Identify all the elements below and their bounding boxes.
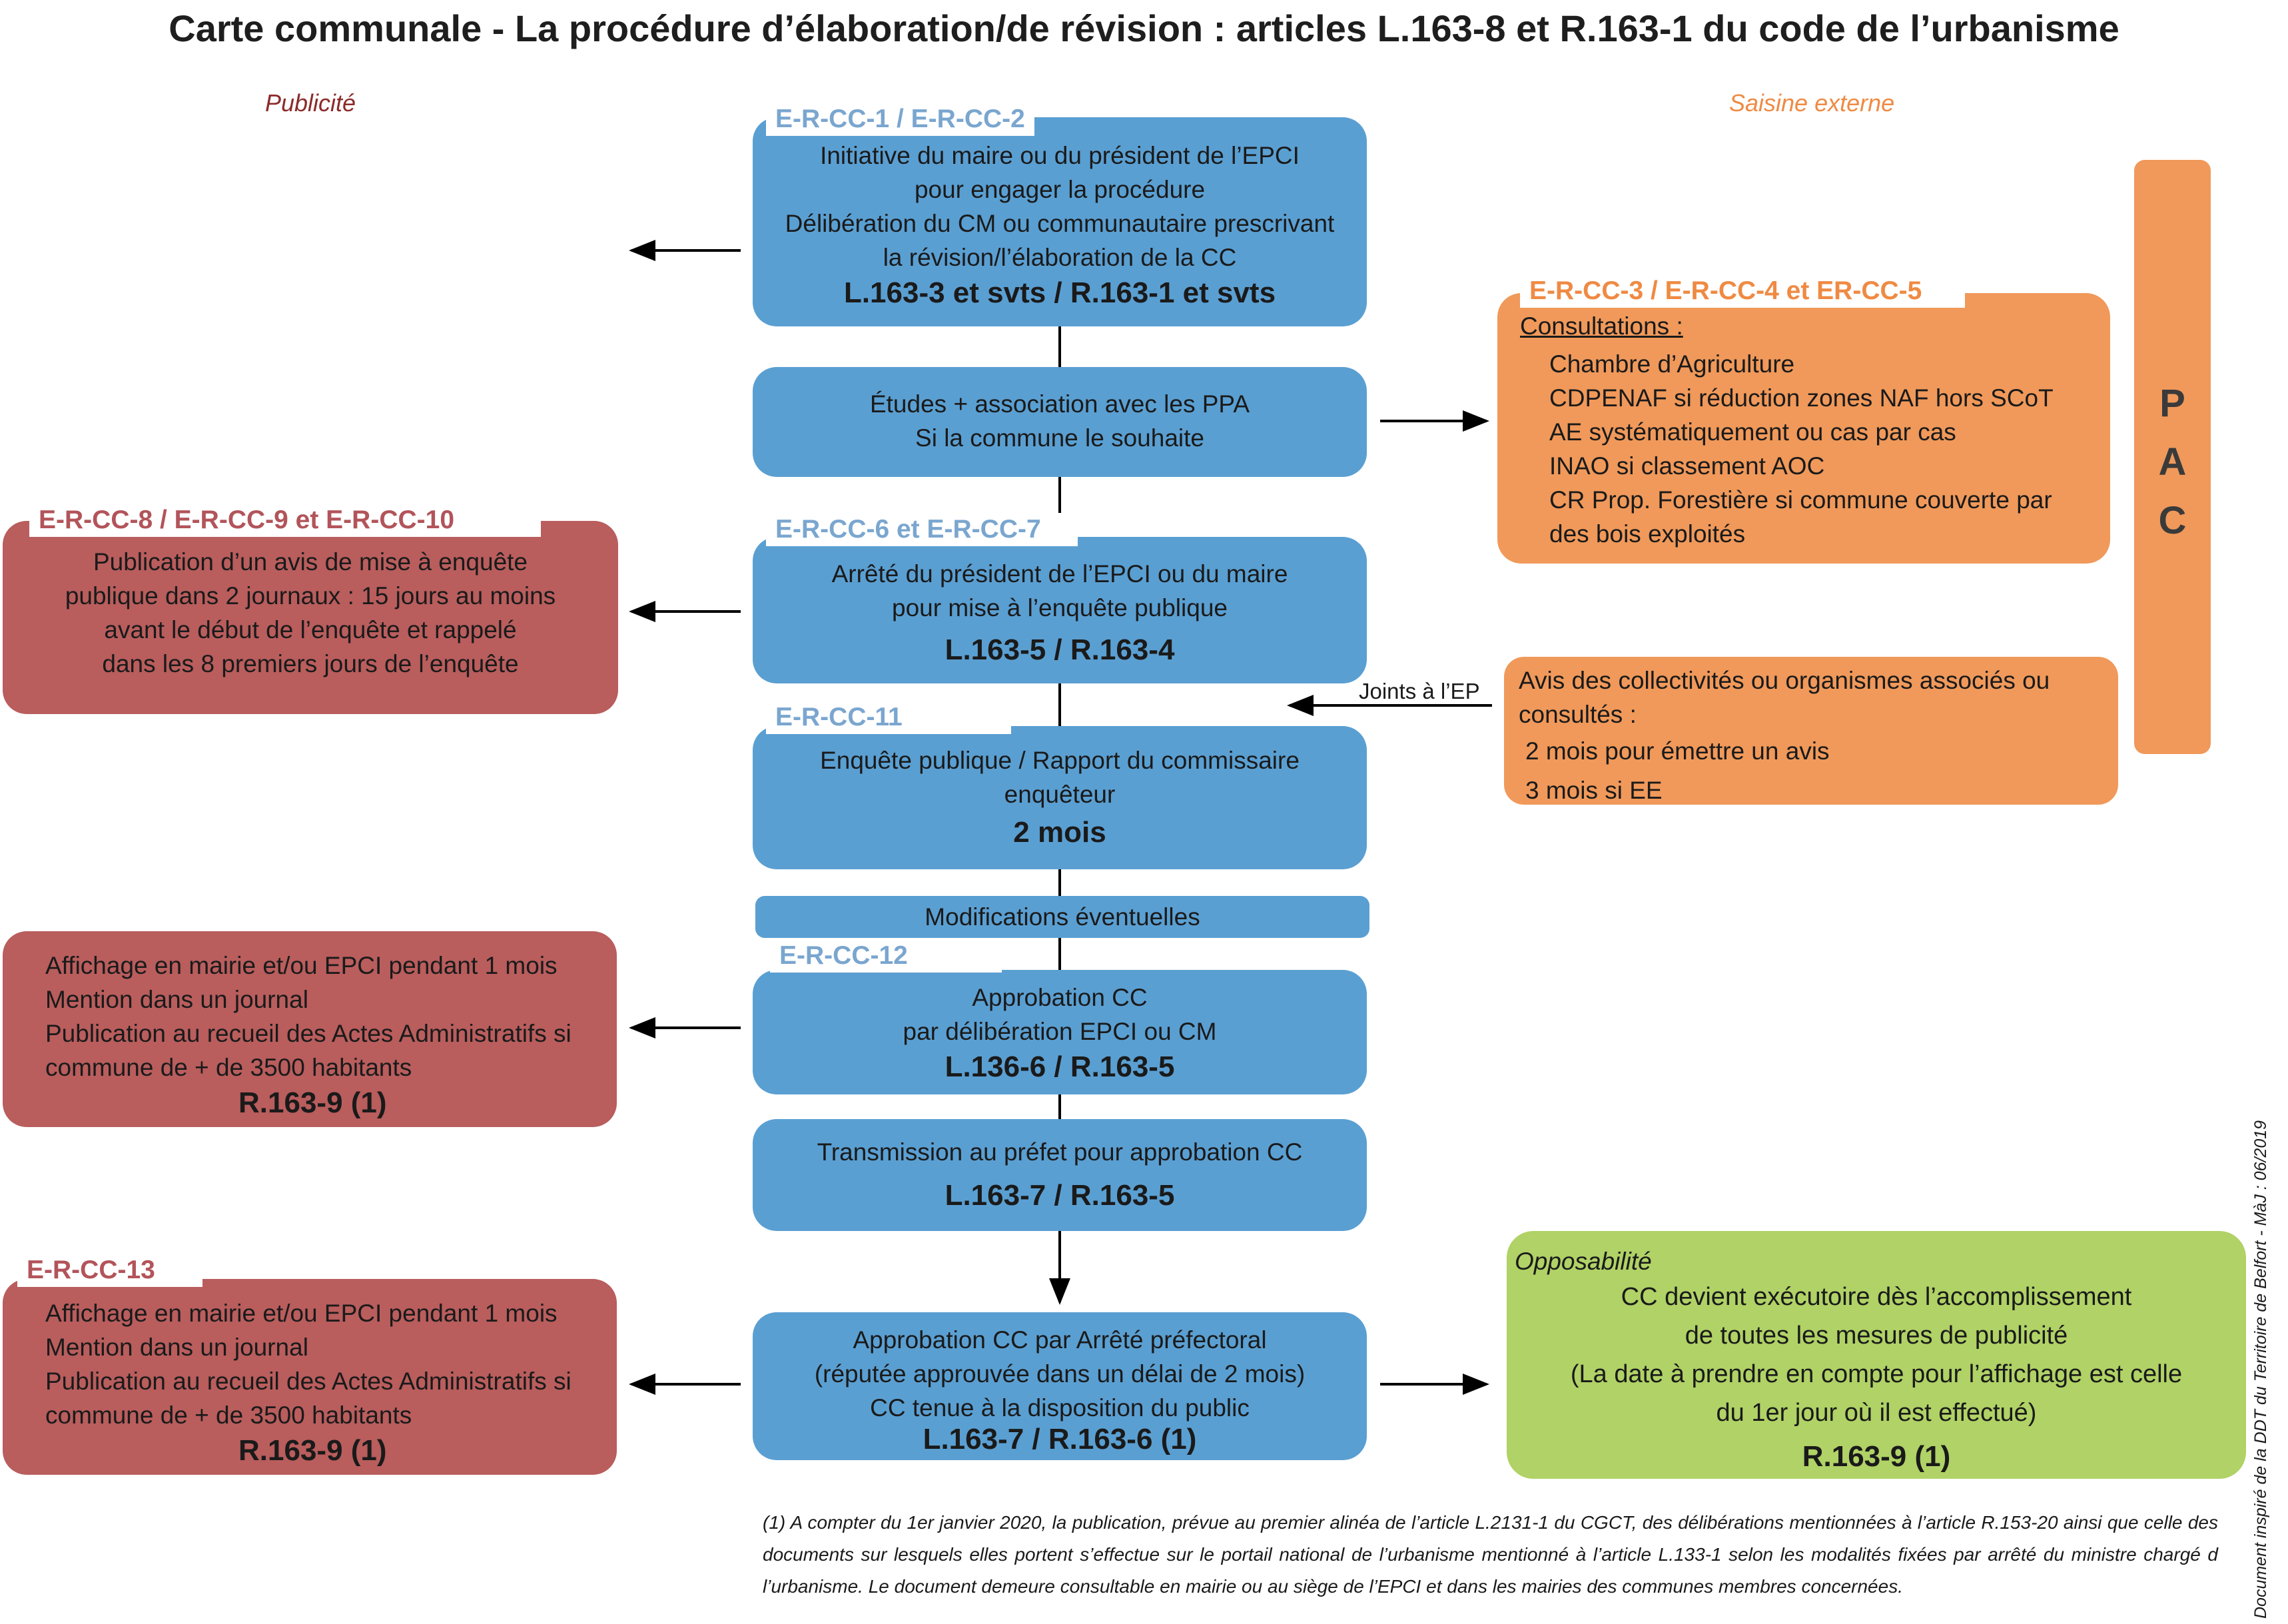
step-line: Si la commune le souhaite [915, 424, 1204, 452]
step-code-tag: E-R-CC-1 / E-R-CC-2 [766, 103, 1034, 136]
step-code-tag: E-R-CC-11 [766, 701, 1011, 734]
footnote: (1) A compter du 1er janvier 2020, la pu… [763, 1512, 2218, 1597]
consultations-code-tag: E-R-CC-3 / E-R-CC-4 et ER-CC-5 [1520, 274, 1965, 308]
publicite-line: commune de + de 3500 habitants [45, 1402, 412, 1429]
step-line: Délibération du CM ou communautaire pres… [785, 210, 1335, 237]
pac-letter: C [2158, 499, 2187, 542]
consultation-item: CR Prop. Forestière si commune couverte … [1549, 486, 2052, 514]
step-enquete: Enquête publique / Rapport du commissair… [753, 726, 1367, 869]
step-code-tag: E-R-CC-12 [770, 939, 1002, 973]
step-legal-ref: 2 mois [1013, 816, 1106, 849]
consultations-box: Consultations : Chambre d’Agriculture CD… [1497, 293, 2110, 564]
document-credit: Document inspiré de la DDT du Territoire… [2251, 1120, 2270, 1619]
publicite-line: Publication au recueil des Actes Adminis… [45, 1368, 572, 1395]
avis-line: 3 mois si EE [1525, 777, 1663, 804]
consultation-item: AE systématiquement ou cas par cas [1549, 418, 1956, 446]
consultation-item: INAO si classement AOC [1549, 452, 1825, 480]
joints-ep-label: Joints à l’EP [1359, 679, 1480, 703]
step-line: (réputée approuvée dans un délai de 2 mo… [814, 1360, 1306, 1388]
publicite-legal-ref: R.163-9 (1) [238, 1434, 387, 1467]
publicite-legal-ref: R.163-9 (1) [238, 1086, 387, 1119]
step-arrete-prefectoral: Approbation CC par Arrêté préfectoral (r… [753, 1312, 1367, 1460]
step-legal-ref: L.163-7 / R.163-5 [945, 1179, 1175, 1212]
opposabilite-line: du 1er jour où il est effectué) [1716, 1399, 2037, 1427]
publicite-line: publique dans 2 journaux : 15 jours au m… [65, 582, 556, 609]
step-line: la révision/l’élaboration de la CC [883, 244, 1237, 271]
step-legal-ref: L.163-3 et svts / R.163-1 et svts [843, 276, 1276, 309]
pac-letter: A [2158, 440, 2187, 484]
page-title: Carte communale - La procédure d’élabora… [169, 7, 2119, 49]
pac-box: P A C [2134, 160, 2211, 754]
step-line: par délibération EPCI ou CM [903, 1018, 1217, 1045]
step-line: Transmission au préfet pour approbation … [817, 1138, 1303, 1166]
opposabilite-line: (La date à prendre en compte pour l’affi… [1570, 1360, 2183, 1388]
step-line: Arrêté du président de l’EPCI ou du mair… [831, 560, 1288, 588]
opposabilite-box: Opposabilité CC devient exécutoire dès l… [1507, 1231, 2246, 1479]
consultation-item: CDPENAF si réduction zones NAF hors SCoT [1549, 384, 2054, 412]
avis-line: consultés : [1519, 701, 1637, 728]
publicite-affichage-1: Affichage en mairie et/ou EPCI pendant 1… [3, 931, 617, 1127]
step-code-tag: E-R-CC-6 et E-R-CC-7 [766, 513, 1078, 546]
step-line: Approbation CC [972, 984, 1148, 1011]
step-transmission: Transmission au préfet pour approbation … [753, 1119, 1367, 1231]
publicite-avis-enquete: Publication d’un avis de mise à enquête … [3, 521, 618, 714]
step-line: Enquête publique / Rapport du commissair… [820, 747, 1300, 774]
avis-box: Avis des collectivités ou organismes ass… [1504, 657, 2118, 805]
avis-line: 2 mois pour émettre un avis [1525, 737, 1830, 765]
step-line: Initiative du maire ou du président de l… [820, 142, 1300, 169]
step-approbation: Approbation CC par délibération EPCI ou … [753, 970, 1367, 1094]
publicite-line: Publication d’un avis de mise à enquête [93, 548, 528, 576]
step-initiative: Initiative du maire ou du président de l… [753, 117, 1367, 326]
publicite-line: avant le début de l’enquête et rappelé [104, 616, 517, 643]
consultation-item: Chambre d’Agriculture [1549, 350, 1795, 378]
publicite-line: dans les 8 premiers jours de l’enquête [102, 650, 519, 677]
saisine-externe-header: Saisine externe [1729, 89, 1895, 117]
step-legal-ref: L.163-5 / R.163-4 [945, 633, 1175, 666]
opposabilite-heading: Opposabilité [1515, 1248, 1652, 1275]
step-line: Approbation CC par Arrêté préfectoral [853, 1326, 1267, 1354]
step-legal-ref: L.136-6 / R.163-5 [945, 1050, 1175, 1083]
step-line: pour mise à l’enquête publique [892, 594, 1228, 621]
consultation-item: des bois exploités [1549, 520, 1746, 548]
publicite-header: Publicité [265, 89, 356, 117]
publicite-line: Mention dans un journal [45, 1334, 308, 1361]
avis-line: Avis des collectivités ou organismes ass… [1519, 667, 2050, 694]
step-legal-ref: L.163-7 / R.163-6 (1) [923, 1423, 1197, 1455]
publicite-line: Mention dans un journal [45, 986, 308, 1013]
step-arrete: Arrêté du président de l’EPCI ou du mair… [753, 537, 1367, 683]
publicite-line: Affichage en mairie et/ou EPCI pendant 1… [45, 952, 558, 979]
step-modifications: Modifications éventuelles [755, 896, 1369, 938]
step-line: pour engager la procédure [914, 176, 1206, 203]
step-line: CC tenue à la disposition du public [870, 1394, 1250, 1421]
opposabilite-line: de toutes les mesures de publicité [1685, 1322, 2068, 1350]
publicite-line: commune de + de 3500 habitants [45, 1054, 412, 1081]
pac-letter: P [2159, 382, 2185, 425]
step-line: Études + association avec les PPA [869, 390, 1250, 418]
publicite-affichage-2: Affichage en mairie et/ou EPCI pendant 1… [3, 1279, 617, 1475]
publicite-line: Publication au recueil des Actes Adminis… [45, 1020, 572, 1047]
opposabilite-legal-ref: R.163-9 (1) [1802, 1440, 1951, 1473]
publicite-code-tag: E-R-CC-13 [17, 1254, 202, 1287]
opposabilite-line: CC devient exécutoire dès l’accomplissem… [1621, 1283, 2132, 1311]
publicite-line: Affichage en mairie et/ou EPCI pendant 1… [45, 1300, 558, 1327]
consultations-heading: Consultations : [1520, 312, 1683, 340]
step-line: enquêteur [1004, 781, 1116, 808]
step-etudes: Études + association avec les PPA Si la … [753, 367, 1367, 477]
publicite-code-tag: E-R-CC-8 / E-R-CC-9 et E-R-CC-10 [29, 504, 541, 537]
